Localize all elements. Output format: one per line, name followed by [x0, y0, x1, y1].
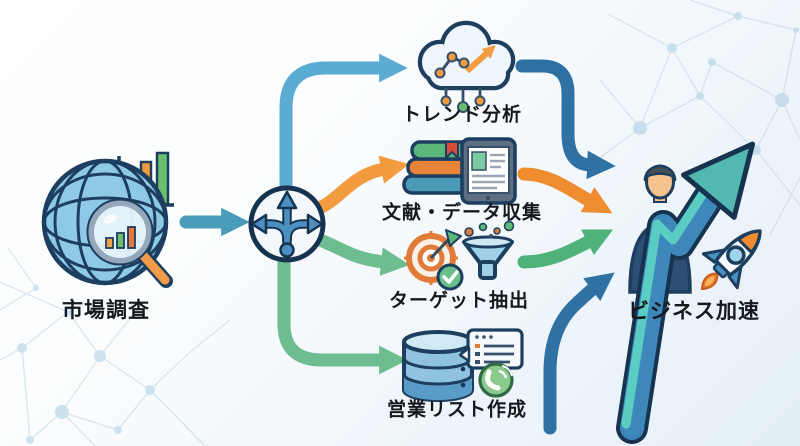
funnel-icon: [462, 220, 515, 280]
label-target-extraction: ターゲット抽出: [388, 290, 530, 312]
arrow-target-to-result: [517, 229, 614, 269]
magnifier-icon: [86, 198, 173, 288]
label-literature-data: 文献・データ収集: [381, 202, 543, 224]
label-trend-analysis: トレンド分析: [401, 104, 523, 126]
database-list-phone-icon: [402, 328, 524, 402]
books-tablet-icon: [402, 137, 517, 205]
label-market-research: 市場調査: [62, 299, 150, 322]
arrow-trend-to-result: [515, 59, 616, 180]
rocket-icon: [700, 229, 762, 291]
globe-magnifier-icon: [41, 151, 174, 288]
three-way-arrow-icon: [250, 190, 324, 258]
splitter-node: [248, 185, 326, 263]
target-funnel-icon: [404, 220, 515, 291]
phone-icon: [478, 362, 514, 398]
arrow-splitter-to-target: [307, 231, 410, 276]
arrow-saleslist-to-result: [543, 272, 615, 435]
arrow-splitter-to-trend: [279, 53, 408, 201]
list-card-icon: [458, 328, 524, 370]
tablet-icon: [460, 137, 517, 205]
arrow-literature-to-result: [517, 167, 613, 214]
label-business-accel: ビジネス加速: [628, 300, 760, 323]
growth-arrow-icon: [616, 141, 756, 444]
business-acceleration-icon: [616, 141, 762, 444]
network-pattern-bottom-left: [0, 247, 231, 446]
arrow-splitter-to-literature: [307, 155, 410, 217]
cloud-trend-icon: [417, 20, 516, 113]
label-sales-list: 営業リスト作成: [386, 399, 528, 421]
arrow-splitter-to-saleslist: [277, 253, 408, 375]
